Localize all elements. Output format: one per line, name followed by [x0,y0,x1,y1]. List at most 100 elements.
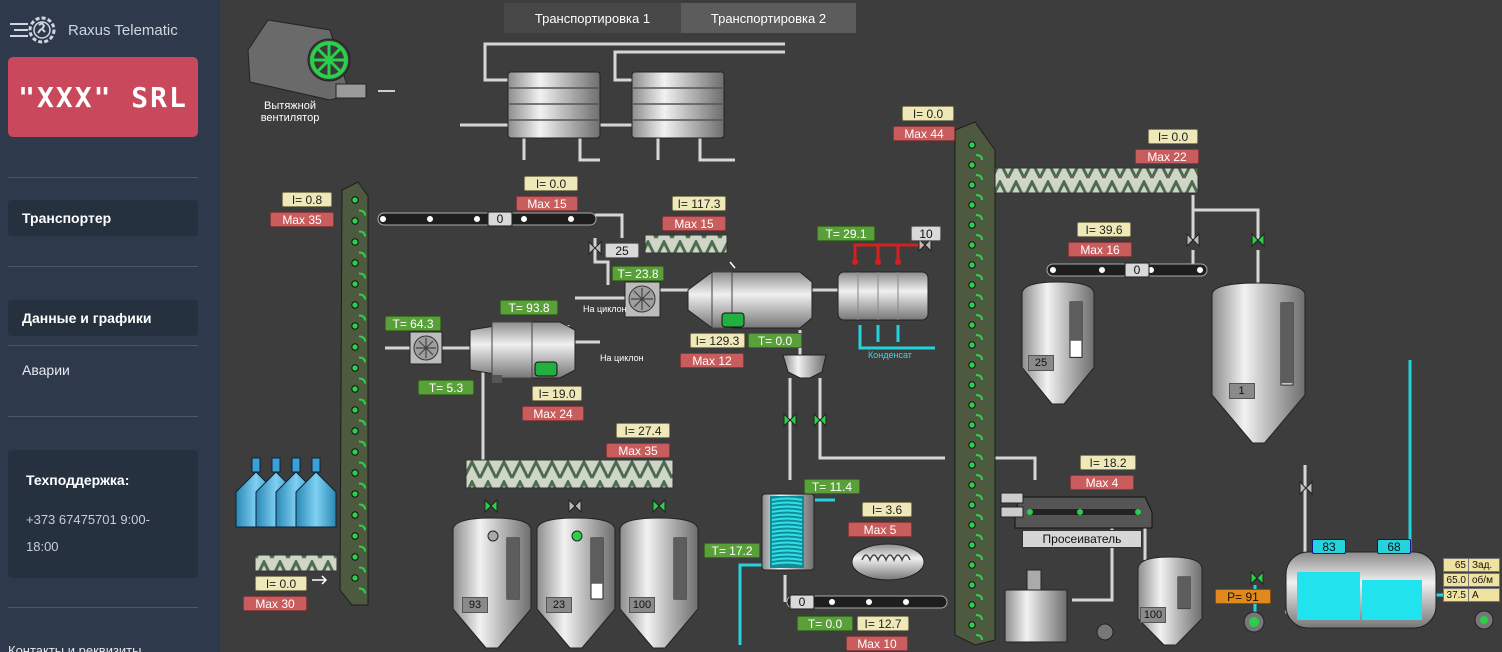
condensate-label: Конденсат [868,350,912,360]
company-badge: "XXX" SRL [8,57,198,137]
reading-screw-right-i: I= 0.0 [1148,129,1198,144]
divider [8,177,198,178]
reading-elev-left-max: Max 35 [270,212,334,227]
elevator-left [339,181,369,606]
gear-runner-logo-icon [10,16,56,44]
support-phone: +373 67475701 9:00-18:00 [26,512,150,554]
level-silo_100a: 100 [629,597,655,613]
blue-silos [235,457,337,528]
dryer-1 [469,321,576,383]
cold-water-badge: 10 [911,226,941,241]
screw-bottom-left [254,554,338,572]
fan-box-2 [624,281,661,318]
to-cyclone-label-1: На циклон [583,304,627,314]
hopper [782,354,827,379]
sieve-machine [1000,492,1153,529]
top-heaters [507,71,725,139]
reading-elev-mid-i: I= 0.0 [902,106,954,121]
reading-elev-mid-max: Max 44 [893,126,955,141]
motor-unit: Зад. [1469,558,1500,572]
reading-belt-bottom-t: T= 0.0 [797,616,853,631]
reading-screw-bl-i: I= 0.0 [255,576,307,591]
reading-dryer1-out-t: T= 5.3 [418,380,474,395]
divider [8,607,198,608]
divider [8,345,198,346]
menu-item-contacts[interactable]: Контакты и реквизиты [8,643,142,652]
heat-exchanger [837,259,929,321]
tab-transport-1[interactable]: Транспортировка 1 [504,3,681,33]
menu-item-alarms[interactable]: Аварии [22,362,70,378]
support-panel: Техподдержка: +373 67475701 9:00-18:00 [8,450,198,578]
silo-silo_100b [1137,556,1203,646]
motor-value: 65.0 [1443,573,1469,587]
reading-screw-bl-max: Max 30 [243,596,307,611]
level-silo_100b: 100 [1140,606,1166,623]
menu-item-transporter[interactable]: Транспортер [8,200,198,236]
reading-belt-bottom-max: Max 10 [846,636,908,651]
motor-value: 37.5 [1443,588,1469,602]
motor-unit: об/м [1469,573,1500,587]
silo-silo_100a [619,517,699,649]
level-silo_93: 93 [462,597,488,613]
reading-dryer1-max: Max 24 [522,406,584,421]
silos [452,281,1306,649]
reading-cooler-out-t: T= 17.2 [704,543,760,558]
reading-fan1-t: T= 64.3 [385,316,441,331]
divider [8,416,198,417]
screw-top [644,234,728,254]
reading-belt-top-i: I= 0.0 [524,176,578,191]
reading-dryer2-max: Max 12 [680,353,744,368]
reading-sieve-i: I= 18.2 [1080,455,1136,470]
brand-name: Raxus Telematic [68,21,178,39]
reading-crusher-max: Max 5 [848,522,912,537]
reading-screw-mid-i: I= 27.4 [616,423,670,438]
crusher [851,543,925,581]
cooler [761,493,815,571]
reading-dryer2-i: I= 129.3 [690,333,745,348]
screw-right [992,167,1199,194]
reading-fan2-t: T= 23.8 [612,266,664,281]
brand: Raxus Telematic [8,10,178,50]
sidebar: Raxus Telematic "XXX" SRL Транспортер Да… [0,0,220,652]
reading-screw-top-i: I= 117.3 [672,196,726,211]
reading-valve-25: 25 [605,243,639,258]
valves [484,232,1313,586]
to-cyclone-label-2: На циклон [600,353,644,363]
elevator-middle [954,121,996,646]
dryer-2 [687,271,813,329]
belt-right-counter: 0 [1125,263,1149,277]
reading-dryer1-i: I= 19.0 [532,386,582,401]
belt-top-counter: 0 [488,212,512,226]
reading-sieve-max: Max 4 [1070,475,1134,490]
reading-belt-bottom-i: I= 12.7 [857,616,909,631]
silo-silo_23 [536,517,616,649]
menu-item-data-charts[interactable]: Данные и графики [8,300,198,336]
sieve-label: Просеиватель [1022,530,1142,548]
reading-pump-p: P= 91 [1215,589,1271,604]
water-tank [1243,551,1494,633]
exhaust-fan [247,19,367,101]
flow-arrows [312,261,736,585]
reading-dryer2-t: T= 0.0 [748,333,802,348]
tab-transport-2[interactable]: Транспортировка 2 [681,3,856,33]
hot-pipes [853,243,925,262]
reading-screw-right-max: Max 22 [1135,149,1199,164]
reading-screw-mid-max: Max 35 [606,443,670,458]
divider [8,266,198,267]
reading-tank-c2: 68 [1377,539,1411,554]
level-silo_23: 23 [546,597,572,613]
level-silo_1: 1 [1228,383,1255,399]
reading-dryer1-t: T= 93.8 [500,300,558,315]
silo-silo_93 [452,517,532,649]
reading-belt-right-max: Max 16 [1068,242,1132,257]
reading-cooler-t: T= 11.4 [804,479,860,494]
reading-elev-left-i: I= 0.8 [282,192,332,207]
reading-belt-right-i: I= 39.6 [1077,222,1131,237]
storage-box [1004,569,1114,643]
motor-value: 65 [1443,558,1469,572]
fan-box-1 [409,331,443,365]
reading-tank-c1: 83 [1312,539,1346,554]
